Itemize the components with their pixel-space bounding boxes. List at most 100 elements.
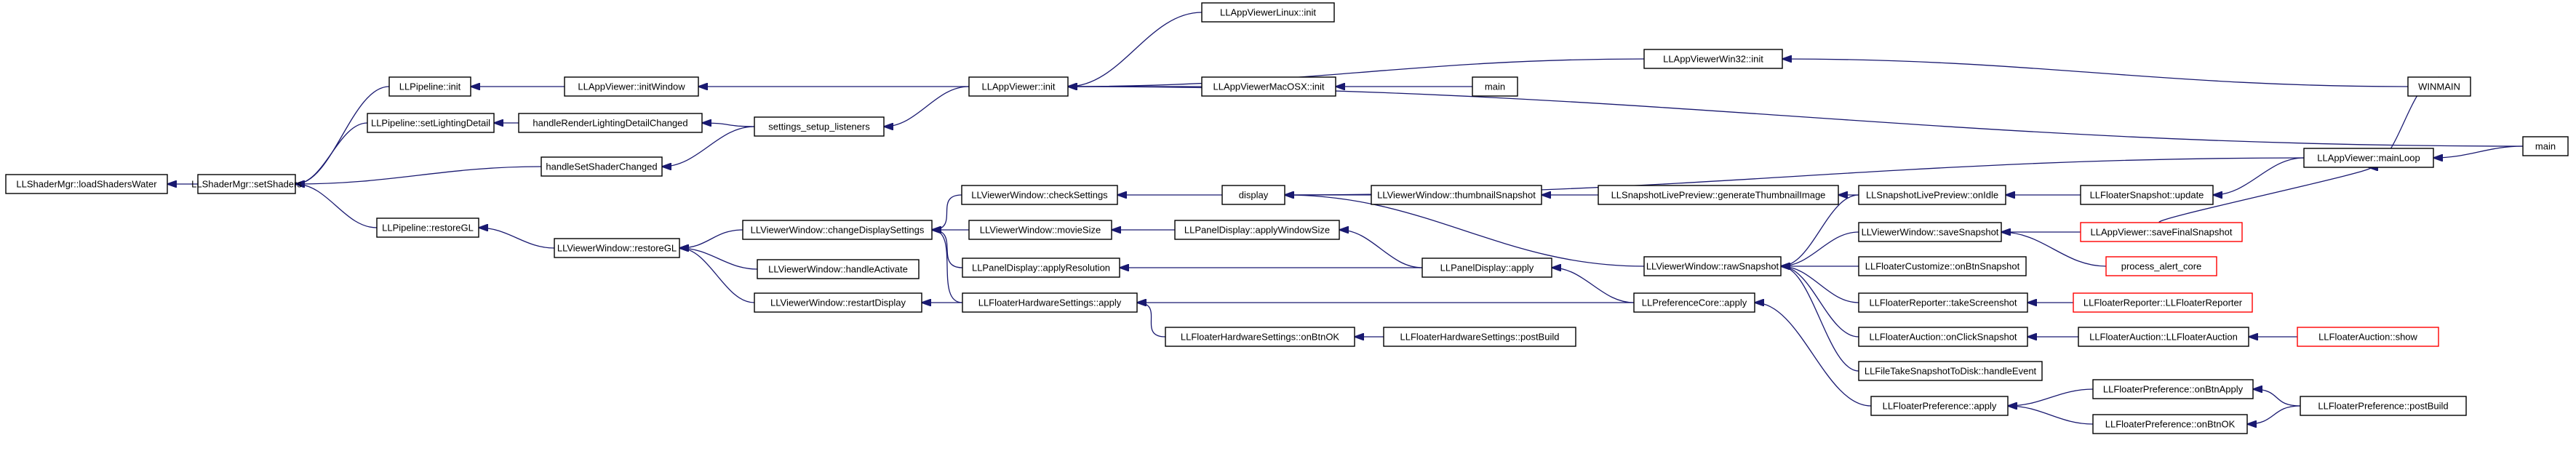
graph-node-n45[interactable]: LLFloaterAuction::LLFloaterAuction (2078, 327, 2249, 347)
node-box[interactable] (1870, 396, 2009, 416)
graph-node-n4[interactable]: handleSetShaderChanged (541, 156, 663, 177)
node-box[interactable] (1858, 185, 2006, 205)
graph-node-n13[interactable]: main (1472, 76, 1518, 97)
graph-node-n48[interactable]: LLFloaterPreference::onBtnOK (2092, 414, 2248, 434)
node-box[interactable] (5, 174, 168, 194)
node-box[interactable] (541, 156, 663, 177)
node-box[interactable] (2092, 379, 2254, 399)
node-box[interactable] (1858, 292, 2028, 313)
node-box[interactable] (1201, 76, 1336, 97)
graph-node-n11[interactable]: LLAppViewerWin32::init (1643, 49, 1783, 69)
node-box[interactable] (1383, 327, 1576, 347)
node-box[interactable] (754, 116, 885, 137)
node-box[interactable] (2105, 256, 2217, 276)
graph-node-n42[interactable]: LLAppViewer::saveFinalSnapshot (2080, 222, 2243, 242)
node-box[interactable] (2303, 148, 2434, 168)
graph-node-n34[interactable]: LLViewerWindow::saveSnapshot (1858, 222, 2002, 242)
node-box[interactable] (2073, 292, 2253, 313)
node-box[interactable] (962, 292, 1138, 313)
graph-node-n35[interactable]: LLFloaterCustomize::onBtnSnapshot (1858, 256, 2027, 276)
node-box[interactable] (1858, 327, 2028, 347)
graph-node-n18[interactable]: LLViewerWindow::handleActivate (757, 259, 920, 279)
node-box[interactable] (1221, 185, 1285, 205)
graph-node-n29[interactable]: LLSnapshotLivePreview::generateThumbnail… (1598, 185, 1839, 205)
node-box[interactable] (1598, 185, 1839, 205)
node-box[interactable] (2522, 136, 2569, 156)
node-box[interactable] (2300, 396, 2467, 416)
graph-node-n44[interactable]: LLFloaterReporter::LLFloaterReporter (2073, 292, 2253, 313)
node-box[interactable] (2407, 76, 2471, 97)
graph-node-n28[interactable]: LLViewerWindow::thumbnailSnapshot (1371, 185, 1542, 205)
node-box[interactable] (388, 76, 471, 97)
node-box[interactable] (1858, 361, 2043, 381)
node-box[interactable] (961, 185, 1118, 205)
node-box[interactable] (518, 113, 703, 133)
graph-node-n6[interactable]: LLAppViewer::initWindow (564, 76, 699, 97)
graph-node-n17[interactable]: LLViewerWindow::changeDisplaySettings (742, 220, 933, 240)
graph-node-n2[interactable]: LLPipeline::init (388, 76, 471, 97)
node-box[interactable] (1858, 256, 2027, 276)
node-box[interactable] (1643, 256, 1782, 276)
node-box[interactable] (1201, 2, 1335, 23)
node-box[interactable] (1371, 185, 1542, 205)
graph-node-n31[interactable]: LLViewerWindow::rawSnapshot (1643, 256, 1782, 276)
node-box[interactable] (197, 174, 296, 194)
graph-node-n22[interactable]: LLPanelDisplay::applyResolution (962, 258, 1120, 278)
node-box[interactable] (742, 220, 933, 240)
graph-node-n12[interactable]: LLAppViewerMacOSX::init (1201, 76, 1336, 97)
node-box[interactable] (754, 292, 922, 313)
graph-node-n5[interactable]: LLPipeline::restoreGL (376, 217, 479, 238)
node-box[interactable] (2297, 327, 2439, 347)
graph-node-n21[interactable]: LLViewerWindow::movieSize (968, 220, 1112, 240)
graph-node-n38[interactable]: LLFileTakeSnapshotToDisk::handleEvent (1858, 361, 2043, 381)
graph-node-n41[interactable]: LLAppViewer::mainLoop (2303, 148, 2434, 168)
graph-node-n25[interactable]: LLPanelDisplay::applyWindowSize (1174, 220, 1340, 240)
node-box[interactable] (554, 238, 680, 258)
graph-node-n32[interactable]: LLPreferenceCore::apply (1633, 292, 1755, 313)
graph-node-n43[interactable]: process_alert_core (2105, 256, 2217, 276)
graph-node-n8[interactable]: settings_setup_listeners (754, 116, 885, 137)
graph-node-n40[interactable]: LLFloaterSnapshot::update (2080, 185, 2214, 205)
node-box[interactable] (2078, 327, 2249, 347)
graph-node-n30[interactable]: LLPanelDisplay::apply (1421, 258, 1552, 278)
node-box[interactable] (1174, 220, 1340, 240)
node-box[interactable] (2080, 185, 2214, 205)
graph-node-n49[interactable]: LLFloaterPreference::postBuild (2300, 396, 2467, 416)
node-box[interactable] (376, 217, 479, 238)
graph-node-n7[interactable]: handleRenderLightingDetailChanged (518, 113, 703, 133)
graph-node-n15[interactable]: main (2522, 136, 2569, 156)
graph-node-n47[interactable]: LLFloaterPreference::onBtnApply (2092, 379, 2254, 399)
graph-node-n33[interactable]: LLSnapshotLivePreview::onIdle (1858, 185, 2006, 205)
graph-node-n9[interactable]: LLAppViewer::init (968, 76, 1069, 97)
graph-node-n27[interactable]: LLFloaterHardwareSettings::postBuild (1383, 327, 1576, 347)
graph-node-n0[interactable]: LLShaderMgr::loadShadersWater (5, 174, 168, 194)
node-box[interactable] (968, 76, 1069, 97)
graph-node-n46[interactable]: LLFloaterAuction::show (2297, 327, 2439, 347)
node-box[interactable] (1421, 258, 1552, 278)
graph-node-n37[interactable]: LLFloaterAuction::onClickSnapshot (1858, 327, 2028, 347)
node-box[interactable] (968, 220, 1112, 240)
graph-node-n19[interactable]: LLViewerWindow::restartDisplay (754, 292, 922, 313)
node-box[interactable] (1643, 49, 1783, 69)
node-box[interactable] (2092, 414, 2248, 434)
node-box[interactable] (962, 258, 1120, 278)
graph-node-n20[interactable]: LLViewerWindow::checkSettings (961, 185, 1118, 205)
graph-node-n36[interactable]: LLFloaterReporter::takeScreenshot (1858, 292, 2028, 313)
graph-node-n16[interactable]: LLViewerWindow::restoreGL (554, 238, 680, 258)
graph-node-n26[interactable]: LLFloaterHardwareSettings::onBtnOK (1165, 327, 1355, 347)
node-box[interactable] (1633, 292, 1755, 313)
node-box[interactable] (757, 259, 920, 279)
graph-node-n1[interactable]: LLShaderMgr::setShaders (191, 174, 302, 194)
node-box[interactable] (367, 113, 495, 133)
graph-node-n39[interactable]: LLFloaterPreference::apply (1870, 396, 2009, 416)
node-box[interactable] (1165, 327, 1355, 347)
graph-node-n14[interactable]: WINMAIN (2407, 76, 2471, 97)
node-box[interactable] (1472, 76, 1518, 97)
graph-node-n10[interactable]: LLAppViewerLinux::init (1201, 2, 1335, 23)
graph-node-n24[interactable]: display (1221, 185, 1285, 205)
graph-node-n23[interactable]: LLFloaterHardwareSettings::apply (962, 292, 1138, 313)
node-box[interactable] (564, 76, 699, 97)
node-box[interactable] (2080, 222, 2243, 242)
node-box[interactable] (1858, 222, 2002, 242)
graph-node-n3[interactable]: LLPipeline::setLightingDetail (367, 113, 495, 133)
